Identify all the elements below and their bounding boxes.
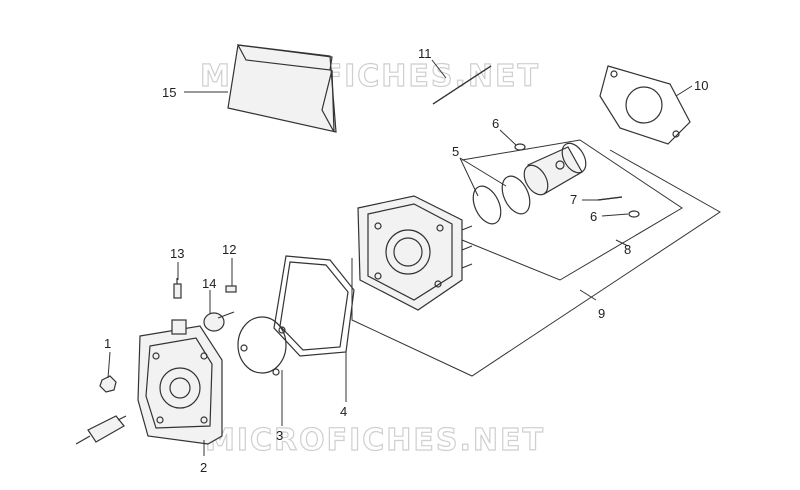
callout-7: 7: [570, 192, 577, 207]
callout-11: 11: [418, 46, 432, 61]
callout-15: 15: [162, 85, 176, 100]
callout-14: 14: [202, 276, 216, 291]
callout-8: 8: [624, 242, 631, 257]
callout-5: 5: [452, 144, 459, 159]
part-6-circlip-bottom: [628, 210, 640, 218]
callout-10: 10: [694, 78, 708, 93]
callout-9: 9: [598, 306, 605, 321]
group-8-bracket: [461, 139, 683, 281]
callout-4: 4: [340, 404, 347, 419]
part-9-cylinder: [357, 195, 473, 311]
part-1-nut: [99, 375, 117, 393]
part-2-cylinder-head: [137, 319, 223, 445]
part-5-ring-a: [472, 185, 502, 225]
spark-plug: [75, 415, 127, 445]
part-10-base-gasket: [599, 65, 691, 145]
part-3-head-seal: [237, 316, 287, 376]
callout-12: 12: [222, 242, 236, 257]
part-7-piston-pin: [597, 196, 623, 201]
part-14-sensor: [203, 311, 235, 332]
part-15-gasket-kit-bag: [227, 44, 337, 133]
part-8-piston: [523, 142, 587, 196]
part-13-bleed-screw: [173, 278, 182, 299]
callout-3: 3: [276, 428, 283, 443]
callout-1: 1: [104, 336, 111, 351]
callout-13: 13: [170, 246, 184, 261]
part-12-screw: [225, 285, 237, 293]
part-4-head-gasket-inner: [279, 261, 349, 351]
callout-6: 6: [492, 116, 499, 131]
watermark-bottom: MICROFICHES.NET: [205, 423, 545, 458]
part-5-ring-b: [501, 175, 531, 215]
callout-2: 2: [200, 460, 207, 475]
group-9-bracket: [351, 149, 721, 377]
callout-6-second: 6: [590, 209, 597, 224]
part-11-stud: [432, 65, 492, 105]
